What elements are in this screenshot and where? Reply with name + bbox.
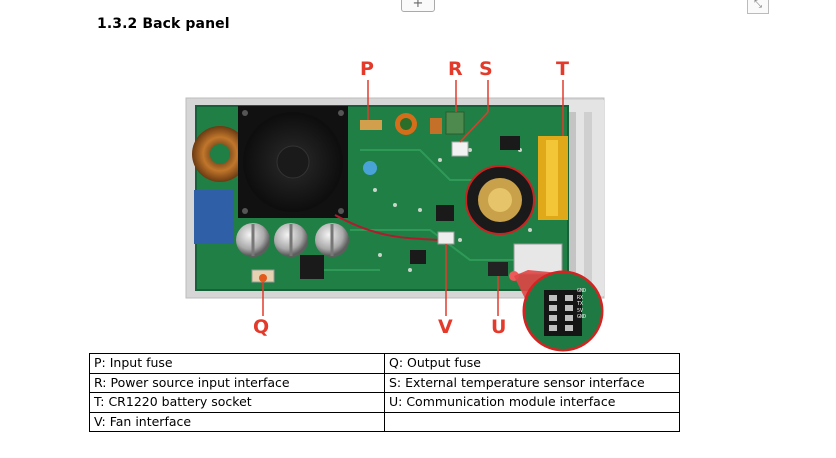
input-fuse [360,120,382,130]
power-input-interface [445,111,465,135]
battery-tape [538,136,568,220]
coil-small [430,118,442,134]
table-cell: Q: Output fuse [384,353,680,374]
table-row: R: Power source input interface S: Exter… [89,372,680,393]
toroid-coil [192,126,248,182]
comm-connector [488,262,508,276]
chips [300,136,520,279]
pin-label: TX [577,301,584,307]
callout-r: R [448,58,463,80]
relay [194,190,234,244]
callout-p: P [360,58,374,80]
table-cell: S: External temperature sensor interface [384,372,680,393]
pin-label: GND [577,314,587,320]
table-cell [384,411,680,432]
table-cell: R: Power source input interface [89,372,385,393]
table-cell: P: Input fuse [89,353,385,374]
battery-socket [465,165,535,235]
pin-label: GND [577,288,587,294]
expand-icon[interactable]: ⤡ [747,0,769,14]
table-row: T: CR1220 battery socket U: Communicatio… [89,392,680,413]
callout-u: U [491,316,507,338]
communication-module [513,243,563,275]
table-row: P: Input fuse Q: Output fuse [89,353,680,374]
electrolytic-capacitors [236,223,349,257]
blue-capacitor [363,161,377,175]
table-cell: T: CR1220 battery socket [89,392,385,413]
pin-label: 5V [577,307,584,314]
table-cell: V: Fan interface [89,411,385,432]
table-row: V: Fan interface [89,411,680,432]
legend-table: P: Input fuse Q: Output fuse R: Power so… [89,353,680,432]
table-cell: U: Communication module interface [384,392,680,413]
callout-v: V [438,316,453,338]
fan-wire [334,214,441,241]
callout-q: Q [253,316,270,338]
zoom-callout [514,270,604,352]
callout-s: S [479,58,493,80]
callout-t: T [556,58,569,80]
cooling-fan [238,106,348,218]
section-heading: 1.3.2 Back panel [97,16,230,32]
add-button[interactable]: + [401,0,435,12]
pin-labels: GND RX TX 5V GND [577,288,587,321]
pin-label: RX [577,294,584,301]
